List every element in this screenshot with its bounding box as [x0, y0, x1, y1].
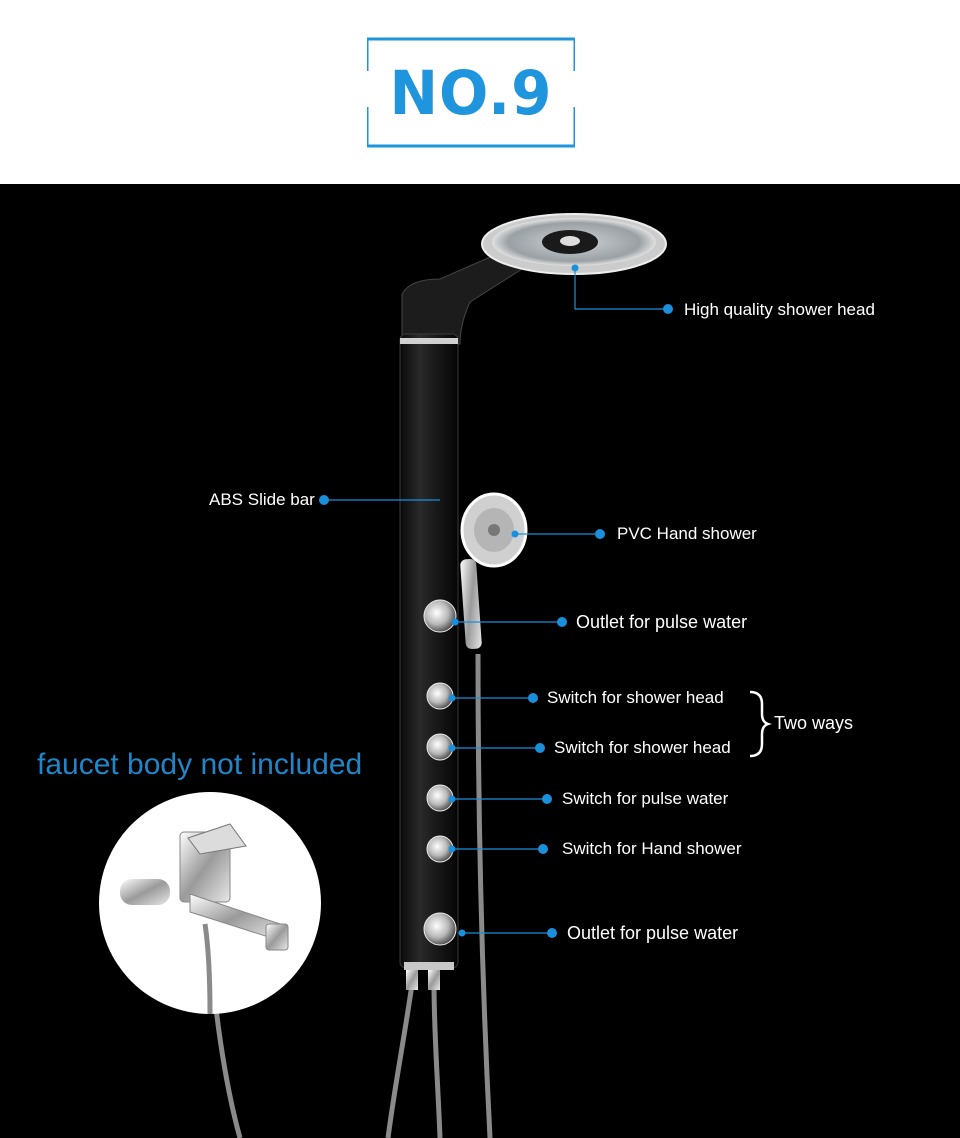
label-shower-head: High quality shower head: [684, 300, 875, 319]
hand-shower: [460, 492, 528, 650]
label-switch-hand: Switch for Hand shower: [562, 839, 742, 858]
two-ways-brace: [749, 690, 772, 758]
header-banner: NO.9: [0, 0, 960, 184]
callout-dots: [319, 264, 673, 938]
label-two-ways: Two ways: [774, 713, 854, 733]
product-scene: High quality shower head ABS Slide bar P…: [0, 184, 960, 1138]
slide-bar-panel: [399, 333, 459, 969]
callout-lines: [324, 268, 668, 934]
faucet-note: faucet body not included: [37, 748, 363, 781]
label-hand-shower: PVC Hand shower: [617, 524, 757, 543]
label-pulse-outlet-top: Outlet for pulse water: [576, 612, 748, 632]
shower-panel-illustration: [99, 213, 772, 1138]
model-number-text: NO.9: [389, 56, 553, 129]
model-number-badge: NO.9: [365, 37, 577, 148]
label-switch-shower-head-2: Switch for shower head: [554, 738, 731, 757]
label-switch-shower-head-1: Switch for shower head: [547, 688, 724, 707]
faucet-inset: [99, 792, 321, 1015]
label-pulse-outlet-bottom: Outlet for pulse water: [567, 923, 739, 943]
label-slide-bar: ABS Slide bar: [209, 490, 315, 509]
label-switch-pulse: Switch for pulse water: [562, 789, 729, 808]
rain-shower-head: [481, 213, 667, 275]
control-knobs: [423, 599, 457, 946]
